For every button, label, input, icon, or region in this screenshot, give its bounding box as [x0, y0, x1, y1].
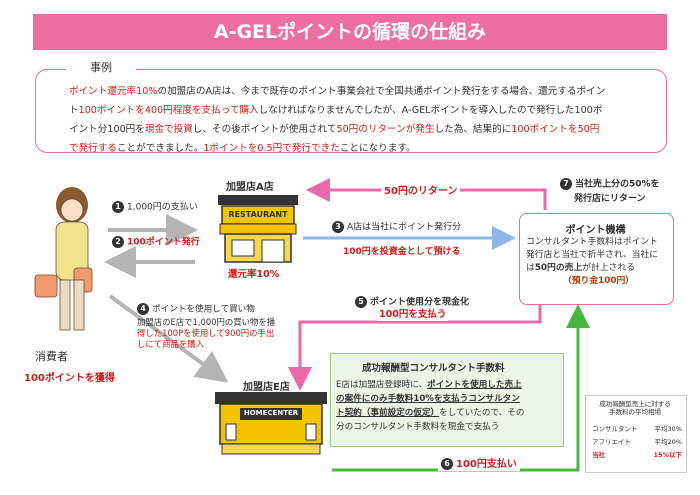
- step7-number: 7: [560, 178, 572, 190]
- stats-row-value: 15%以下: [653, 451, 682, 459]
- stats-title: 成功報酬型売上に対する 手数料の平均相場: [585, 400, 685, 416]
- stats-row: 当社 15%以下: [592, 451, 682, 459]
- restaurant-illustration: [218, 195, 298, 263]
- consumer-label: 消費者: [35, 350, 68, 363]
- stats-row: アフリエイト 平均20%: [592, 438, 682, 446]
- stats-row: コンサルタント 平均30%: [592, 425, 682, 433]
- stats-row-name: 当社: [592, 451, 605, 459]
- point-org-box: [519, 213, 674, 305]
- case-text-part: し、その後ポイントが使用されて: [192, 124, 337, 135]
- step5-amount: 100円を支払う: [377, 309, 449, 321]
- homecenter-sign: HOMECENTER: [243, 409, 299, 417]
- step4-detail-line: 加盟店のE店で1,000円の買い物を播: [137, 317, 276, 327]
- stats-box: [585, 395, 687, 473]
- case-label: 事例: [66, 60, 136, 76]
- fee-box: [330, 353, 564, 447]
- arrow-step6: [332, 304, 590, 472]
- stats-title-line: 手数料の平均相場: [609, 408, 661, 416]
- consumer-illustration: [34, 187, 93, 331]
- step1-number: 1: [112, 201, 124, 213]
- step3-amount: 100円を投資金として預ける: [343, 247, 461, 257]
- step4-number: 4: [137, 303, 149, 315]
- step6-text: 100円支払い: [456, 459, 517, 470]
- consumer-earned: 100ポイントを獲得: [24, 373, 115, 384]
- step4-detail: 加盟店のE店で1,000円の買い物を播 得した100Pを使用して900円の手出 …: [137, 317, 275, 350]
- step1-text: 1,000円の支払い: [127, 202, 198, 213]
- case-highlight: 50円のリターンが発生: [336, 124, 435, 135]
- homecenter-illustration: [215, 392, 327, 455]
- fee-box-title: 成功報酬型コンサルタント手数料: [362, 363, 505, 374]
- point-org-line: コンサルタント手数料はポイント: [526, 237, 658, 247]
- step6-number: 6: [441, 458, 453, 470]
- stats-row-name: アフリエイト: [592, 438, 631, 446]
- step2-number: 2: [112, 236, 124, 248]
- fee-box-line: E店は加盟店登録時に、: [336, 380, 428, 390]
- step3-text: A店は当社にポイント発行分: [347, 222, 462, 233]
- step7-text: 当社売上分の50%を: [575, 179, 660, 190]
- point-org-line: が計上される: [582, 263, 636, 273]
- step5-text: ポイント使用分を現金化: [370, 297, 470, 308]
- fee-box-emph: ト契約（事前設定の仮定）: [336, 408, 440, 418]
- case-text-part: ことができました。: [116, 143, 204, 154]
- stats-row-value: 平均30%: [654, 425, 682, 433]
- point-org-deposit: （預り金100円）: [562, 276, 635, 286]
- fee-box-emph: の案件にのみ手数料10%を支払うコンサルタン: [336, 394, 520, 404]
- stats-table: コンサルタント 平均30% アフリエイト 平均20% 当社 15%以下: [592, 425, 682, 459]
- step3-number: 3: [332, 221, 344, 233]
- page-title: A-GELポイントの循環の仕組み: [33, 14, 667, 50]
- store-a-rate: 還元率10%: [228, 269, 280, 280]
- point-org-sales: 50円の売上: [534, 263, 583, 273]
- case-highlight: 100ポイントを50円: [511, 124, 600, 135]
- store-a-label: 加盟店A店: [226, 182, 274, 193]
- fee-box-emph: ポイントを使用した売上: [427, 380, 522, 390]
- case-highlight: 現金で投資: [144, 124, 193, 135]
- step4-text: ポイントを使用して買い物: [152, 304, 255, 315]
- case-highlight: 100ポイントを400円程度を支払って購入: [78, 105, 259, 116]
- case-text: ポイント還元率10%の加盟店のA店は、今まで既存のポイント事業会社で全国共通ポイ…: [69, 82, 639, 158]
- point-org-text: コンサルタント手数料はポイント 発行店と当社で折半され、当社に は50円の売上が…: [526, 236, 671, 288]
- case-highlight: ポイント還元率10%: [69, 86, 158, 97]
- case-highlight: で発行する: [69, 143, 117, 154]
- arrow-step4: [108, 294, 229, 383]
- point-org-title: ポイント機構: [565, 225, 626, 236]
- store-e-label: 加盟店E店: [243, 382, 290, 393]
- step2-text: 100ポイント発行: [127, 237, 200, 248]
- point-org-line: 発行店と当社で折半され、当社に: [526, 250, 659, 260]
- case-text-part: ことになります。: [339, 143, 416, 154]
- case-text-part: しなければなりませんでしたが、A-GELポイントを導入したので発行した100ポ: [258, 105, 603, 116]
- case-text-part: イント分100円を: [69, 124, 145, 135]
- case-text-part: ト: [69, 105, 79, 116]
- step4-detail-line: 得した100Pを使用して900円の手出: [137, 328, 275, 338]
- stats-row-value: 平均20%: [654, 438, 682, 446]
- case-text-part: の加盟店のA店は、今まで既存のポイント事業会社で全国共通ポイント発行をする場合、…: [157, 86, 606, 97]
- step4-detail-line: しにて商品を購入: [137, 339, 204, 349]
- fee-box-line: をしていたので、その: [439, 408, 525, 418]
- stats-row-name: コンサルタント: [592, 425, 638, 433]
- return-50-label: 50円のリターン: [381, 186, 461, 198]
- step7-text2: 発行店にリターン: [574, 194, 646, 204]
- case-box: [35, 69, 667, 153]
- case-highlight: 1ポイントを0.5円で発行できた: [203, 143, 340, 154]
- fee-box-line: 分のコンサルタント手数料を現金で支払う: [336, 422, 500, 432]
- arrow-step5: [288, 305, 542, 391]
- restaurant-sign: RESTAURANT: [228, 210, 288, 219]
- case-text-part: した為、結果的に: [434, 124, 512, 135]
- point-org-line: は: [526, 263, 535, 273]
- fee-box-text: E店は加盟店登録時に、ポイントを使用した売上 の案件にのみ手数料10%を支払うコ…: [336, 378, 560, 434]
- step5-number: 5: [355, 296, 367, 308]
- stats-title-line: 成功報酬型売上に対する: [599, 400, 671, 408]
